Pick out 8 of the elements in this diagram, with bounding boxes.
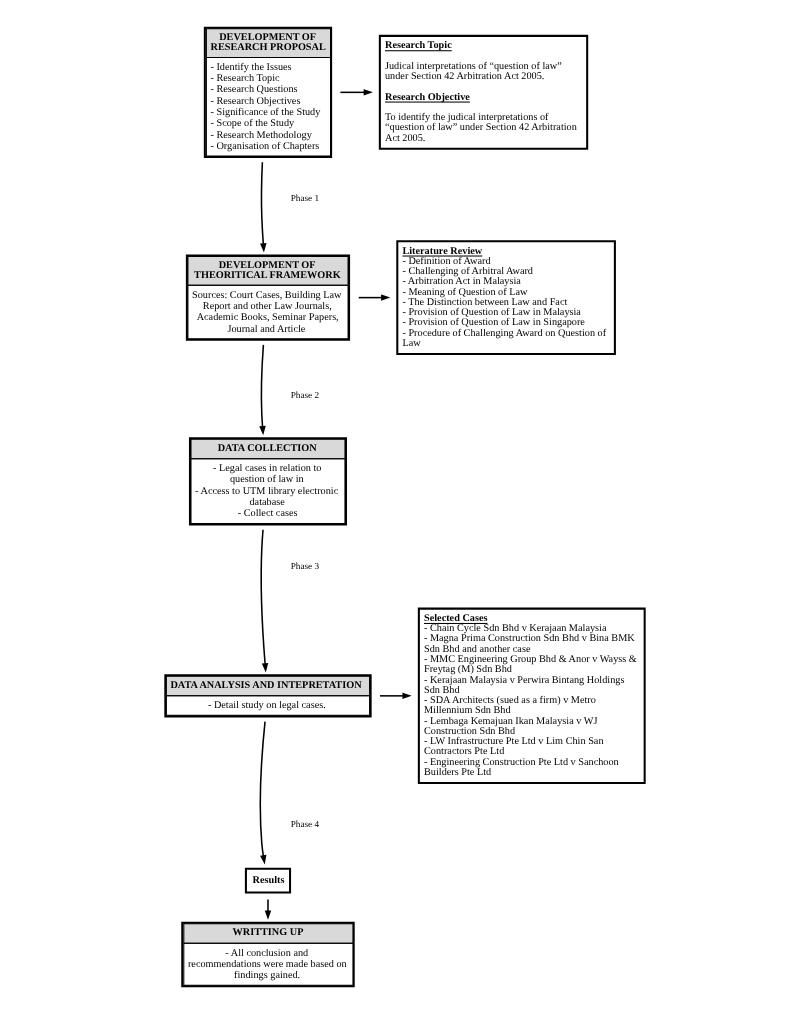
arrow <box>258 343 265 435</box>
arrow <box>258 719 266 864</box>
arrow <box>378 691 411 699</box>
arrow <box>259 160 266 252</box>
arrow <box>259 527 268 672</box>
arrow <box>263 897 271 919</box>
arrow <box>338 88 372 95</box>
arrow <box>356 293 390 300</box>
